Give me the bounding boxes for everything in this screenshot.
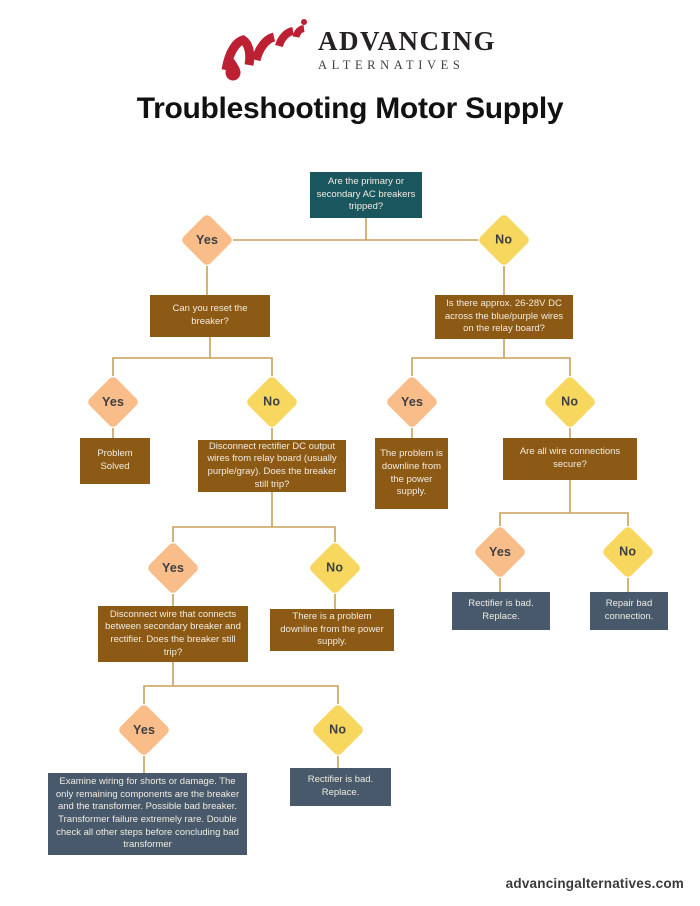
diamond-voltage-yes-label: Yes [400,395,424,409]
diamond-connections-yes-label: Yes [488,545,512,559]
brand-subtitle: ALTERNATIVES [318,58,465,72]
logo-band-2 [275,27,295,48]
brand-wordmark: ADVANCING ALTERNATIVES [318,28,496,72]
node-problem-downline: The problem is downline from the power s… [375,438,448,509]
node-disconnect-wire: Disconnect wire that connects between se… [98,606,248,662]
diamond-breakers-yes-label: Yes [195,233,219,247]
node-problem-solved: Problem Solved [80,438,150,484]
logo-band-1 [251,32,276,62]
logo-band-3 [292,25,305,38]
greenhouse-logo-icon [221,19,307,81]
diamond-wire-no-label: No [329,722,347,737]
diamond-disconnect-no-label: No [326,560,344,575]
node-disconnect-rectifier: Disconnect rectifier DC output wires fro… [198,440,346,492]
node-examine-wiring: Examine wiring for shorts or damage. The… [48,773,247,855]
node-voltage-check: Is there approx. 26-28V DC across the bl… [435,295,573,339]
diamond-reset-yes-label: Yes [101,395,125,409]
node-problem-downline-2: There is a problem downline from the pow… [270,609,394,651]
node-repair-connection: Repair bad connection. [590,592,668,630]
diamond-disconnect-yes-label: Yes [161,561,185,575]
logo-droplet-icon [225,58,241,81]
node-rectifier-bad-right: Rectifier is bad. Replace. [452,592,550,630]
logo-dot [301,19,307,25]
website-url: advancingalternatives.com [505,876,684,891]
node-reset-breaker: Can you reset the breaker? [150,295,270,337]
diamond-breakers-no-label: No [495,232,513,247]
node-connections-secure: Are all wire connections secure? [503,438,637,480]
node-rectifier-bad-left: Rectifier is bad. Replace. [290,768,391,806]
diamond-voltage-no-label: No [561,394,579,409]
diamond-reset-no-label: No [263,394,281,409]
brand-name: ADVANCING [318,26,497,56]
diamond-wire-yes-label: Yes [132,723,156,737]
node-breakers-tripped: Are the primary or secondary AC breakers… [310,172,422,218]
logo-arch [221,35,255,71]
diamond-connections-no-label: No [619,544,637,559]
page-title: Troubleshooting Motor Supply [136,92,564,125]
